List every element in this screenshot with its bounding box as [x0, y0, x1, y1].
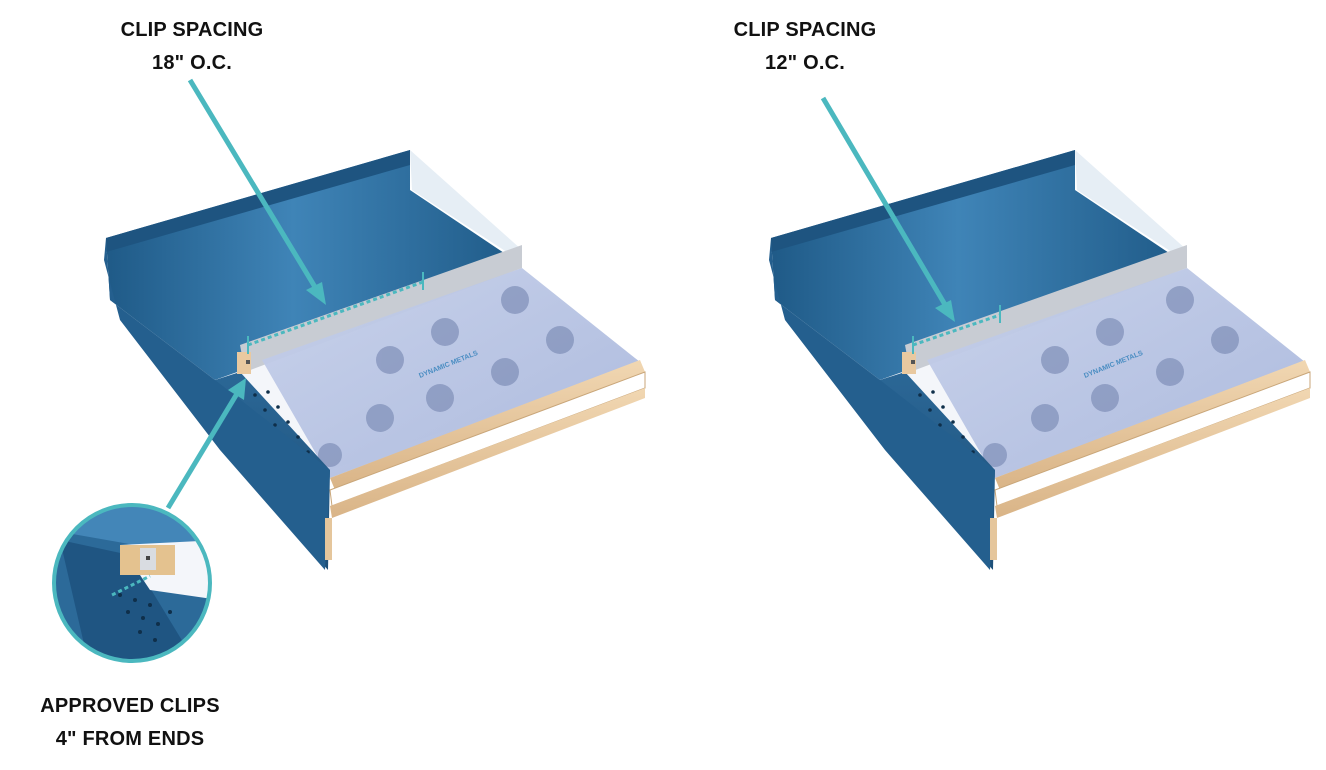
right-fascia-post	[990, 518, 997, 560]
left-fascia-post	[325, 518, 332, 560]
right-wood-edge	[995, 360, 1310, 490]
clip-spacing-18-label: CLIP SPACING 18" O.C.	[92, 14, 292, 80]
left-fascia	[330, 388, 645, 518]
left-wood-edge	[330, 360, 645, 490]
approved-clips-label: APPROVED CLIPS 4" FROM ENDS	[10, 690, 250, 756]
clip-callout-arrowhead	[228, 378, 246, 400]
right-underlayment	[927, 268, 1305, 478]
right-metal-panel-back	[771, 150, 1187, 380]
left-underlayment	[262, 268, 640, 478]
clip-spacing-12-value: 12" O.C.	[765, 52, 845, 74]
right-panel-lower	[769, 238, 995, 570]
left-end-clip	[237, 352, 251, 374]
right-watermark-logos	[983, 286, 1239, 467]
right-seam-strip	[905, 245, 1187, 372]
right-fascia	[995, 388, 1310, 518]
right-spacing-arrowhead	[935, 300, 955, 322]
left-seam-strip	[240, 245, 522, 372]
right-clip-spacing-dimension	[912, 313, 1001, 347]
left-metal-panel-back	[106, 150, 522, 380]
approved-clips-title: APPROVED CLIPS	[40, 695, 220, 717]
right-clip-hole	[911, 360, 915, 364]
clip-callout-arrow-shaft	[165, 390, 241, 510]
left-spacing-arrowhead	[306, 282, 326, 305]
clip-spacing-12-label: CLIP SPACING 12" O.C.	[705, 14, 905, 80]
right-panel-rib	[771, 150, 1075, 252]
left-spacing-arrow-shaft	[187, 78, 321, 294]
left-watermark-logos	[318, 286, 574, 467]
clip-spacing-12-title: CLIP SPACING	[733, 19, 877, 41]
left-panel-lower	[104, 238, 330, 570]
left-panel-edge-highlight	[410, 150, 522, 262]
right-roof-assembly: DYNAMIC METALS	[769, 96, 1311, 570]
left-clip-hole	[246, 360, 250, 364]
right-panel-edge-highlight	[1075, 150, 1187, 262]
right-end-clip	[902, 352, 916, 374]
clip-zoom-detail	[52, 503, 212, 663]
zoom-circle-outline	[52, 503, 212, 663]
clip-spacing-18-title: CLIP SPACING	[120, 19, 264, 41]
left-clip-spacing-dimension	[247, 280, 424, 347]
left-roof-assembly: DYNAMIC METALS	[104, 78, 646, 570]
left-panel-rib	[106, 150, 410, 252]
approved-clips-value: 4" FROM ENDS	[55, 728, 205, 750]
right-spacing-arrow-shaft	[820, 96, 950, 310]
clip-spacing-18-value: 18" O.C.	[152, 52, 232, 74]
